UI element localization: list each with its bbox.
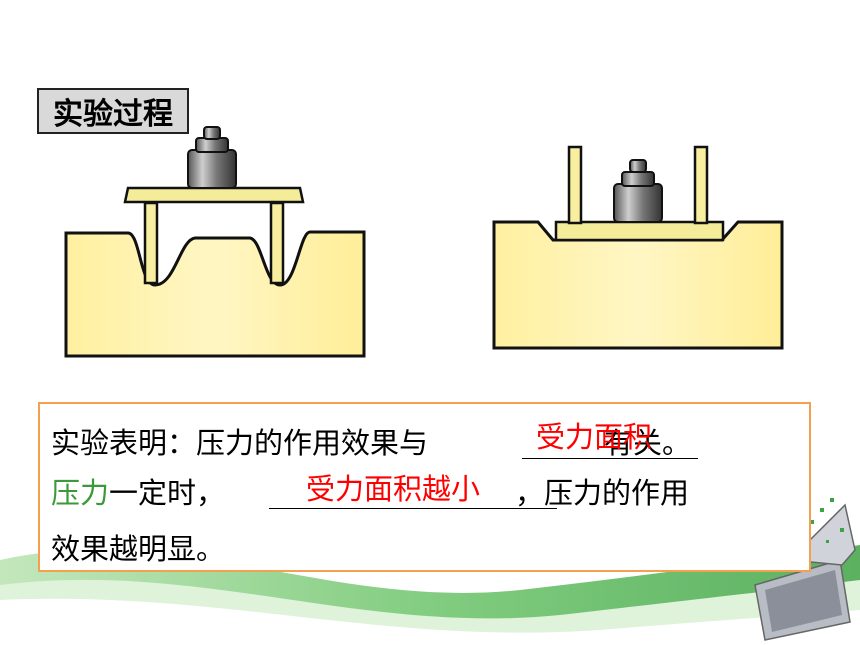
conclusion-box: 实验表明：压力的作用效果与 有关。 受力面积 压力一定时， ，压力的作用 受力面积越… (38, 402, 811, 572)
answer1-underline (522, 458, 698, 459)
line2-prefix: 一定时， (109, 476, 226, 510)
left-apparatus (64, 126, 366, 358)
conclusion-line-3: 效果越明显。 (51, 532, 226, 566)
laptop-icon (754, 498, 856, 641)
conclusion-line-1: 实验表明：压力的作用效果与 有关。 (51, 420, 691, 462)
right-apparatus (492, 145, 784, 350)
line2-green: 压力 (51, 476, 110, 510)
line1-prefix: 实验表明：压力的作用效果与 (51, 426, 429, 460)
experiment-process-label: 实验过程 (37, 88, 189, 134)
answer-2: 受力面积越小 (306, 472, 481, 506)
conclusion-line-2: 压力一定时， ，压力的作用 (51, 470, 689, 512)
line2-suffix: ，压力的作用 (515, 476, 690, 510)
line1-suffix: 有关。 (604, 426, 692, 460)
answer2-underline (269, 508, 557, 509)
answer-1: 受力面积 (536, 420, 653, 454)
